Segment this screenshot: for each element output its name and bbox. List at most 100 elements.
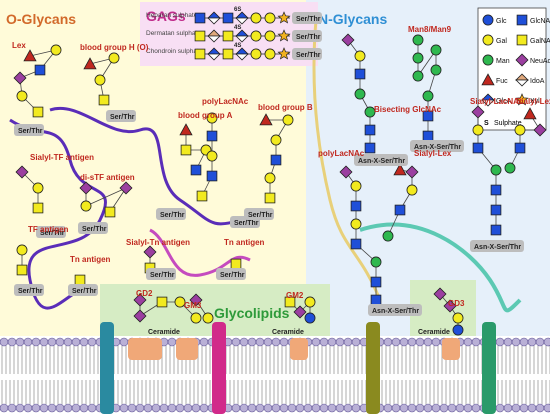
galnac-glyph <box>16 264 28 276</box>
lipid-head <box>431 403 441 413</box>
legend-label-galnac: GalNAc <box>530 38 550 45</box>
gal-glyph <box>206 150 218 162</box>
neuac-glyph <box>133 293 147 307</box>
lipid-head <box>399 403 409 413</box>
ser-thr-box <box>14 124 44 136</box>
xyl-glyph <box>515 93 529 106</box>
blood-h-label: blood group H (O) <box>80 43 149 52</box>
ser-thr-label: Ser/Thr <box>150 272 175 279</box>
neuac-glyph <box>133 309 147 323</box>
ser-thr-box <box>106 110 136 122</box>
gag-sulphate-mark: 4S <box>234 43 241 49</box>
lipid-head <box>167 337 177 347</box>
lipid-head <box>119 403 129 413</box>
lipid-head <box>519 337 529 347</box>
glycolipids-title: Glycolipids <box>214 305 290 321</box>
lipid-head <box>447 403 457 413</box>
glcnac-glyph <box>394 204 406 216</box>
lipid-head <box>183 403 193 413</box>
sialyl-lacnac-label: Sialyl-LacNAc <box>470 97 524 106</box>
ser-thr-box <box>14 284 44 296</box>
lipid-head <box>15 337 25 347</box>
gal-glyph <box>452 312 464 324</box>
lipid-head <box>503 337 513 347</box>
xyl-glyph <box>277 11 291 24</box>
lipid-head <box>327 337 337 347</box>
lipid-head <box>55 337 65 347</box>
ser-thr-label: Ser/Thr <box>72 288 97 295</box>
gag-name: Heparan sulphate <box>146 12 198 19</box>
neuac-glyph <box>433 287 447 301</box>
gal-glyph <box>514 124 526 136</box>
legend-label-idoa: IdoA <box>530 78 545 85</box>
ceramide-label-3: Ceramide <box>418 329 450 336</box>
gal-glyph <box>406 184 418 196</box>
asn-label: Asn-X-Ser/Thr <box>358 158 405 165</box>
lipid-head <box>455 403 465 413</box>
gag-sulphate-mark: 4S <box>234 25 241 31</box>
lipid-head <box>159 403 169 413</box>
lipid-head <box>71 337 81 347</box>
gag-attach-box <box>292 30 322 42</box>
glcnac-glyph <box>270 154 282 166</box>
galnac-glyph <box>180 144 192 156</box>
fuc-glyph <box>523 107 537 120</box>
gal-glyph <box>270 134 282 146</box>
man-glyph <box>364 106 376 118</box>
neuac-glyph <box>119 181 133 195</box>
glca-glyph <box>207 11 221 25</box>
lipid-head <box>351 337 361 347</box>
gags-title: GAGs <box>146 8 186 24</box>
glcnac-glyph <box>490 204 502 216</box>
gal-glyph <box>482 34 494 46</box>
asn-box <box>368 304 422 316</box>
lipid-head <box>351 403 361 413</box>
asn-box <box>410 140 464 152</box>
lipid-head <box>135 403 145 413</box>
gal-glyph <box>250 30 262 42</box>
glc-glyph <box>482 14 494 26</box>
lipid-head <box>167 403 177 413</box>
glcnac-glyph <box>194 12 206 24</box>
neuac-glyph <box>143 245 157 259</box>
glcnac-glyph <box>350 238 362 250</box>
galnac-glyph <box>194 30 206 42</box>
gal-glyph <box>264 172 276 184</box>
man-glyph <box>422 90 434 102</box>
lipid-head <box>383 337 393 347</box>
glcnac-glyph <box>516 14 528 26</box>
glc-glyph <box>452 324 464 336</box>
blood-a-label: blood group A <box>178 111 233 120</box>
lipid-head <box>391 337 401 347</box>
lipid-head <box>535 403 545 413</box>
gal-glyph <box>190 312 202 324</box>
man-glyph <box>412 34 424 46</box>
glca-glyph <box>235 47 249 61</box>
o-protein-chain <box>9 118 107 310</box>
man-glyph <box>430 64 442 76</box>
galnac-glyph <box>230 258 242 270</box>
lipid-head <box>23 337 33 347</box>
man-glyph <box>490 164 502 176</box>
sulphate-note: Sulphate <box>494 120 522 127</box>
gal-glyph <box>32 182 44 194</box>
lipid-head <box>439 403 449 413</box>
glcnac-glyph <box>514 142 526 154</box>
fuc-glyph <box>83 57 97 70</box>
gal-glyph <box>202 312 214 324</box>
asn-box <box>470 240 524 252</box>
lipid-head <box>191 403 201 413</box>
legend-label-neuac: NeuAc <box>530 58 550 65</box>
lipid-head <box>0 337 9 347</box>
lipid-head <box>15 403 25 413</box>
lipid-head <box>239 337 249 347</box>
lipid-head <box>343 403 353 413</box>
lipid-head <box>39 337 49 347</box>
lipid-head <box>543 403 550 413</box>
legend-label-glca: GlcA <box>496 98 512 105</box>
lipid-head <box>199 337 209 347</box>
legend-label-gal: Gal <box>496 38 507 45</box>
asn-label: Asn-X-Ser/Thr <box>372 308 419 315</box>
lipid-head <box>335 403 345 413</box>
